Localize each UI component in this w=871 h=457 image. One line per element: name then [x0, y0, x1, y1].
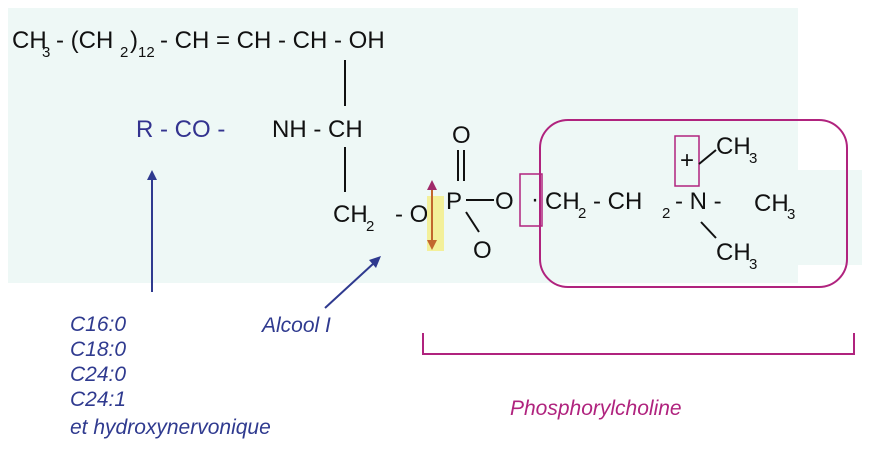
top-chain-rest: - CH = CH - CH - OH — [160, 27, 385, 54]
r-co-group: R - CO - — [136, 116, 225, 143]
fatty-acid-c24-1: C24:1 — [70, 388, 126, 411]
top-ch3: CH — [12, 27, 47, 54]
alcool-label: Alcool I — [260, 314, 331, 337]
alcool-arrow-shaft — [324, 262, 375, 309]
n-methyl-bottom-bond — [700, 221, 717, 239]
methyl-bottom: CH — [716, 239, 751, 266]
link-dot: · — [531, 186, 539, 213]
phosphate-o-bottom: O — [473, 237, 492, 264]
methyl-right: CH — [754, 190, 789, 217]
charge-box — [674, 135, 700, 187]
methyl-top-subscript: 3 — [749, 150, 757, 167]
choline-box — [539, 119, 848, 288]
top-12-subscript: 12 — [138, 44, 155, 61]
n-methyl-top-bond — [698, 149, 717, 165]
choline-ch2-b: - CH — [593, 188, 642, 215]
phosphate-o-right: O — [495, 188, 514, 215]
phosphorus: P — [446, 188, 462, 215]
ch2-carbon: CH — [333, 201, 368, 228]
quaternary-nitrogen: - N - — [675, 188, 722, 215]
ch2-subscript: 2 — [366, 218, 374, 235]
choline-ch2-b-subscript: 2 — [662, 205, 670, 222]
choline-ch2-a-subscript: 2 — [578, 205, 586, 222]
top-ch2-group: - (CH — [56, 27, 113, 54]
phosphate-o-top: O — [452, 122, 471, 149]
methyl-top: CH — [716, 133, 751, 160]
phosphorylcholine-bracket — [422, 333, 855, 355]
fatty-acid-hydroxynervonique: et hydroxynervonique — [70, 416, 271, 439]
p-o-bottom-bond — [465, 211, 480, 233]
fatty-acid-c24-0: C24:0 — [70, 363, 126, 386]
link-bracket — [519, 173, 543, 227]
positive-charge: + — [680, 147, 694, 174]
background-panel-extension — [790, 170, 862, 265]
background-panel — [8, 8, 798, 283]
choline-ch2-a: CH — [545, 188, 580, 215]
fatty-acid-c16: C16:0 — [70, 313, 126, 336]
methyl-bottom-subscript: 3 — [749, 256, 757, 273]
cleavage-arrow-up — [427, 180, 437, 190]
nh-ch-group: NH - CH — [272, 116, 363, 143]
fatty-acid-arrow-head — [147, 170, 157, 180]
top-close-paren: ) — [130, 27, 138, 54]
methyl-right-subscript: 3 — [787, 206, 795, 223]
fatty-acid-c18: C18:0 — [70, 338, 126, 361]
top-ch3-subscript: 3 — [42, 44, 50, 61]
ester-oxygen: - O — [395, 201, 428, 228]
cleavage-arrow-down — [427, 240, 437, 250]
top-ch2-subscript: 2 — [120, 44, 128, 61]
phosphorylcholine-label: Phosphorylcholine — [510, 397, 682, 420]
alcool-arrow-head — [369, 256, 381, 268]
